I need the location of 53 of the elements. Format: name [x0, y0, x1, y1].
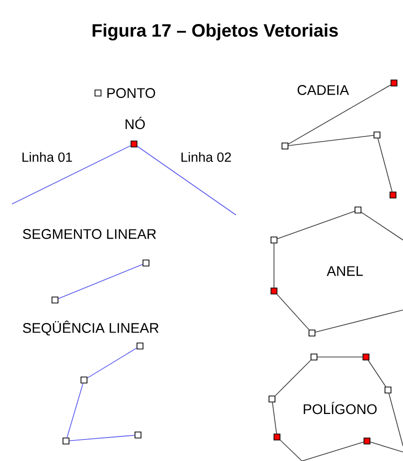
line — [87, 348, 137, 378]
vertex-square — [130, 140, 138, 148]
line — [368, 360, 386, 387]
vertex-square — [52, 296, 58, 304]
vertex-square — [270, 236, 278, 244]
line — [69, 434, 135, 442]
line — [315, 310, 403, 333]
vertex-square — [282, 142, 288, 150]
vertex-square — [94, 90, 102, 96]
edge-label: Linha 01 — [22, 152, 72, 162]
vertex-square — [310, 354, 318, 360]
vertex-square — [390, 80, 398, 86]
title: Figura 17 – Objetos Vetoriais — [92, 24, 338, 40]
line — [361, 212, 403, 240]
line — [275, 360, 311, 396]
line — [370, 442, 403, 452]
line — [317, 356, 363, 358]
vertex-square — [142, 260, 150, 266]
line — [272, 402, 277, 434]
object-label: POLÍGONO — [304, 402, 377, 414]
edge-label: Linha 02 — [182, 152, 231, 162]
vertex-label: PONTO — [107, 88, 156, 98]
object-label: SEQÜÊNCIA LINEAR — [22, 320, 158, 336]
line — [58, 264, 143, 300]
line — [277, 210, 355, 240]
vertex-square — [80, 376, 88, 384]
object-label: CADEIA — [298, 85, 350, 95]
vertex-square — [374, 132, 380, 138]
vertex-square — [62, 438, 70, 444]
vertex-square — [274, 434, 280, 440]
vertex-square — [270, 288, 278, 294]
vertex-square — [384, 386, 392, 394]
line — [388, 393, 403, 446]
line — [66, 383, 84, 438]
line — [12, 145, 131, 204]
vertex-square — [362, 354, 370, 360]
line — [288, 84, 391, 144]
object-label: ANEL — [326, 266, 363, 276]
vertex-square — [390, 192, 396, 198]
vertex-label: NÓ — [126, 116, 145, 130]
vertex-square — [136, 342, 144, 350]
vertex-square — [268, 396, 276, 402]
line — [280, 440, 302, 461]
object-label: SEGMENTO LINEAR — [22, 229, 156, 239]
line — [288, 135, 374, 146]
line — [378, 138, 392, 192]
vertex-square — [134, 432, 142, 438]
vertex-square — [364, 438, 370, 444]
line — [276, 294, 310, 330]
vertex-square — [308, 330, 316, 336]
line — [302, 442, 364, 461]
vertex-square — [354, 206, 362, 214]
line — [137, 146, 236, 216]
